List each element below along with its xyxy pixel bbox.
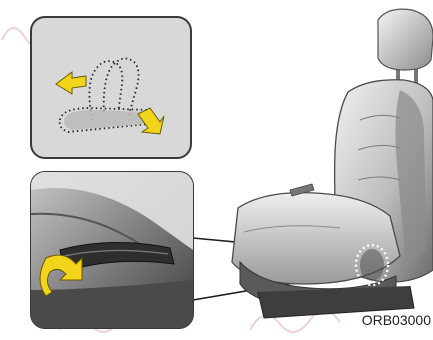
lever-closeup	[31, 172, 193, 328]
figure-code: ORB03000	[362, 312, 431, 328]
car-seat	[232, 9, 433, 318]
seat-tilt-diagram	[31, 17, 191, 158]
